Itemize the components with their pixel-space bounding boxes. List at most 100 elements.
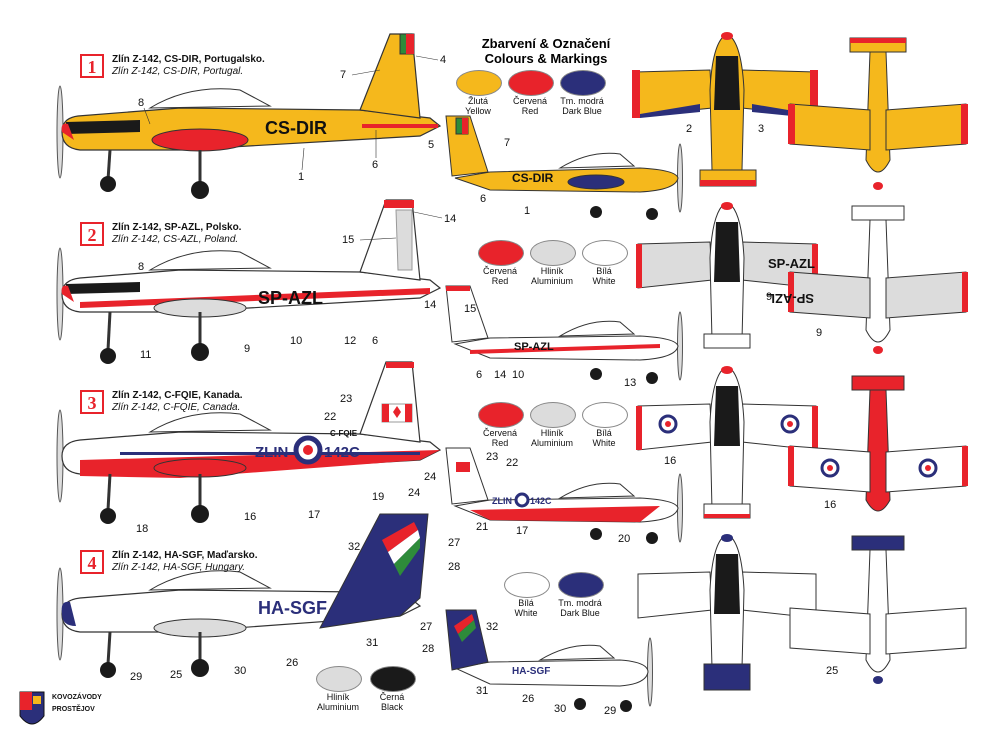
svg-text:23: 23 xyxy=(486,451,498,463)
svg-text:8: 8 xyxy=(138,97,144,109)
svg-text:15: 15 xyxy=(464,303,476,315)
svg-text:3: 3 xyxy=(758,123,764,135)
swatch-dark-blue xyxy=(558,572,604,598)
svg-text:26: 26 xyxy=(522,693,534,705)
scheme-2-subtitle: Zlín Z-142, CS-AZL, Poland. xyxy=(112,234,239,245)
swatch-aluminium xyxy=(530,402,576,428)
svg-text:ZLIN: ZLIN xyxy=(492,496,512,506)
svg-text:32: 32 xyxy=(348,541,360,553)
svg-text:HA-SGF: HA-SGF xyxy=(258,598,327,618)
scheme2-side-view-small: SP-AZL xyxy=(445,285,683,384)
scheme-2-badge: 2 xyxy=(80,222,104,246)
svg-text:14: 14 xyxy=(494,369,506,381)
scheme-4-badge: 4 xyxy=(80,550,104,574)
scheme-4-subtitle: Zlín Z-142, HA-SGF, Hungary. xyxy=(112,562,246,573)
svg-text:20: 20 xyxy=(618,533,630,545)
svg-text:7: 7 xyxy=(504,137,510,149)
scheme1-top-view xyxy=(632,32,818,187)
svg-text:142C: 142C xyxy=(530,496,552,506)
svg-text:26: 26 xyxy=(286,657,298,669)
svg-text:25: 25 xyxy=(826,665,838,677)
legend-title-en: Colours & Markings xyxy=(484,51,608,66)
svg-text:28: 28 xyxy=(448,561,460,573)
scheme2-bottom-view: SP-AZL xyxy=(767,205,968,354)
svg-text:19: 19 xyxy=(372,491,384,503)
svg-text:CS-DIR: CS-DIR xyxy=(512,171,554,185)
scheme3-top-view xyxy=(636,366,818,519)
scheme2-side-view: SP-AZL xyxy=(56,199,442,364)
scheme3-bottom-view xyxy=(788,375,968,512)
svg-text:1: 1 xyxy=(524,205,530,217)
scheme4-top-view xyxy=(637,534,817,691)
scheme-1-badge: 1 xyxy=(80,54,104,78)
scheme-1-number: 1 xyxy=(88,57,97,77)
scheme1-side-view: CS-DIR xyxy=(56,33,442,199)
scheme-3-subtitle: Zlín Z-142, C-FQIE, Canada. xyxy=(112,402,241,413)
kovozavody-logo: KOVOZÁVODY PROSTĚJOV xyxy=(14,690,102,736)
svg-text:17: 17 xyxy=(516,525,528,537)
swatch-aluminium xyxy=(316,666,362,692)
scheme-3-title: Zlín Z-142, C-FQIE, Kanada. xyxy=(112,390,243,401)
scheme4-side-view: HA-SGF xyxy=(56,513,429,678)
svg-text:32: 32 xyxy=(486,621,498,633)
svg-text:14: 14 xyxy=(444,213,456,225)
legend-title: Zbarvení & Označení Colours & Markings xyxy=(466,36,626,66)
scheme1-bottom-view xyxy=(788,37,968,190)
scheme-4-number: 4 xyxy=(88,553,97,573)
svg-text:10: 10 xyxy=(290,335,302,347)
svg-text:27: 27 xyxy=(448,537,460,549)
svg-text:ZLIN: ZLIN xyxy=(255,444,288,461)
svg-text:SP-AZL: SP-AZL xyxy=(514,341,554,353)
svg-text:22: 22 xyxy=(506,457,518,469)
svg-text:15: 15 xyxy=(342,234,354,246)
svg-text:CS-DIR: CS-DIR xyxy=(265,118,327,138)
swatch-white xyxy=(582,240,628,266)
svg-text:23: 23 xyxy=(340,393,352,405)
scheme-3-number: 3 xyxy=(88,393,97,413)
logo-line2: PROSTĚJOV xyxy=(52,706,95,713)
svg-text:142C: 142C xyxy=(324,444,360,461)
legend-title-cz: Zbarvení & Označení xyxy=(481,36,611,51)
svg-text:4: 4 xyxy=(440,54,446,66)
svg-text:22: 22 xyxy=(324,411,336,423)
svg-text:9: 9 xyxy=(816,327,822,339)
svg-text:28: 28 xyxy=(422,643,434,655)
svg-text:6: 6 xyxy=(372,159,378,171)
logo-line1: KOVOZÁVODY xyxy=(52,694,102,701)
svg-text:9: 9 xyxy=(766,291,772,303)
scheme-4-title: Zlín Z-142, HA-SGF, Maďarsko. xyxy=(112,550,258,561)
scheme1-side-view-small: CS-DIR xyxy=(445,115,683,220)
swatch-red xyxy=(478,402,524,428)
svg-text:25: 25 xyxy=(170,669,182,681)
svg-text:24: 24 xyxy=(408,487,420,499)
scheme-3-badge: 3 xyxy=(80,390,104,414)
swatch-black xyxy=(370,666,416,692)
svg-text:29: 29 xyxy=(130,671,142,683)
svg-text:29: 29 xyxy=(604,705,616,717)
svg-text:10: 10 xyxy=(512,369,524,381)
svg-text:14: 14 xyxy=(424,299,436,311)
swatch-white xyxy=(582,402,628,428)
svg-text:16: 16 xyxy=(824,499,836,511)
callouts: 7 4 8 6 1 5 7 6 1 2 3 14 15 8 11 9 10 12… xyxy=(130,54,838,717)
svg-text:16: 16 xyxy=(664,455,676,467)
svg-text:31: 31 xyxy=(366,637,378,649)
swatch-red xyxy=(508,70,554,96)
svg-text:7: 7 xyxy=(340,69,346,81)
svg-text:30: 30 xyxy=(234,665,246,677)
svg-text:27: 27 xyxy=(420,621,432,633)
svg-text:6: 6 xyxy=(476,369,482,381)
svg-text:SP-AZL: SP-AZL xyxy=(258,288,323,308)
swatch-yellow xyxy=(456,70,502,96)
